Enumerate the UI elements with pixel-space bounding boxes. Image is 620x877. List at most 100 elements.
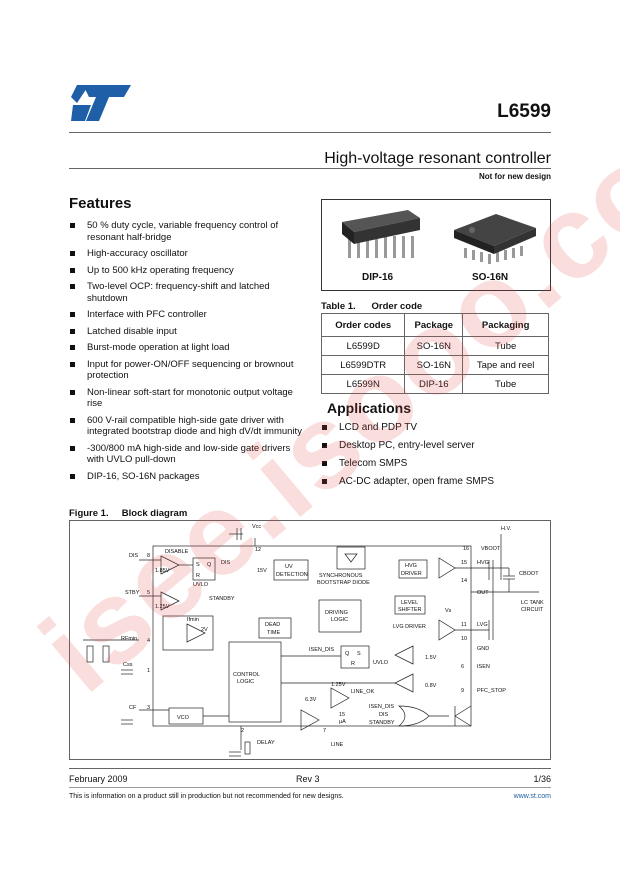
footer-revision: Rev 3 xyxy=(296,774,320,784)
isen-latch-r-label: R xyxy=(351,661,355,667)
figure-caption: Figure 1. Block diagram xyxy=(69,508,187,519)
footer-page: 1/36 xyxy=(533,774,551,784)
st-logo xyxy=(71,85,131,121)
uv-detection-label: UV xyxy=(285,564,293,570)
rfmin-label: RFmin xyxy=(121,636,137,642)
pin14-label: 14 xyxy=(461,578,467,584)
pfc-or-gate xyxy=(398,705,430,727)
table-cell: Tube xyxy=(462,374,549,394)
table-cell: L6599D xyxy=(320,336,406,356)
table-header-cell: Packaging xyxy=(462,313,549,337)
dis-signal-label: DIS xyxy=(221,560,231,566)
pin15-label: 15 xyxy=(461,560,467,566)
feature-item: Input for power-ON/OFF sequencing or bro… xyxy=(69,359,304,382)
header-rule xyxy=(69,132,551,133)
hvg-buffer xyxy=(438,557,456,579)
so16n-label: SO-16N xyxy=(472,272,509,283)
feature-item: Latched disable input xyxy=(69,326,304,338)
isen-dis2-label: ISEN_DIS xyxy=(369,704,394,710)
application-item: LCD and PDP TV xyxy=(321,422,551,434)
feature-item: Two-level OCP: frequency-shift and latch… xyxy=(69,281,304,304)
table-cell: Tube xyxy=(462,336,549,356)
footer-url-link[interactable]: www.st.com xyxy=(513,793,551,800)
stby-pin-label: STBY xyxy=(125,590,140,596)
disable-comparator xyxy=(160,555,180,575)
status-note: Not for new design xyxy=(479,172,551,181)
v125-label: 1.25V xyxy=(155,604,170,610)
v15b-label: 1.5V xyxy=(425,655,437,661)
hv-label: H.V. xyxy=(501,526,512,532)
feature-item: 600 V-rail compatible high-side gate dri… xyxy=(69,415,304,438)
isen-latch-q-label: Q xyxy=(345,651,350,657)
standby-comparator xyxy=(160,591,180,611)
vco-label: VCO xyxy=(177,715,190,721)
isen-comparator-2 xyxy=(394,673,414,693)
features-list: 50 % duty cycle, variable frequency cont… xyxy=(69,220,304,487)
footer-note: This is information on a product still i… xyxy=(69,793,344,800)
control-logic-label-2: LOGIC xyxy=(237,679,254,685)
dis-pin-label: DIS xyxy=(129,553,139,559)
table-cell: L6599DTR xyxy=(320,355,406,375)
gnd-label: GND xyxy=(477,646,489,652)
line-source xyxy=(300,709,320,731)
dip16-label: DIP-16 xyxy=(362,272,394,283)
pin11-label: 11 xyxy=(461,622,467,628)
applications-heading: Applications xyxy=(327,400,412,416)
css-label: Css xyxy=(123,662,133,668)
standby-label: STANDBY xyxy=(209,596,235,602)
uvlo-label: UVLO xyxy=(193,582,209,588)
lvg-driver-label: LVG DRIVER xyxy=(393,624,426,630)
table-cell: L6599N xyxy=(320,374,406,394)
uv-detection-block xyxy=(273,559,309,581)
control-logic-block xyxy=(228,641,282,723)
feature-item: DIP-16, SO-16N packages xyxy=(69,471,304,483)
application-item: Telecom SMPS xyxy=(321,458,551,470)
current-source-value: 15 xyxy=(339,712,345,718)
v125b-label: 1.25V xyxy=(331,682,346,688)
v185-label: 1.85V xyxy=(155,568,170,574)
block-diagram: Vcc 12 H.V. DIS 8 DISABLE 1.85V S Q R UV… xyxy=(69,520,551,760)
table-row: L6599D SO-16N Tube xyxy=(320,336,549,356)
level-shifter-label: LEVEL xyxy=(401,600,418,606)
latch-r-label: R xyxy=(196,573,200,579)
dip16-package-image xyxy=(342,210,420,258)
pin6-label: 6 xyxy=(461,664,464,670)
applications-list: LCD and PDP TV Desktop PC, entry-level s… xyxy=(321,422,551,494)
driving-logic-label: DRIVING xyxy=(325,610,348,616)
current-source-unit: µA xyxy=(339,719,346,725)
standby2-label: STANDBY xyxy=(369,720,395,726)
subtitle-rule xyxy=(69,168,551,169)
so16n-package-image xyxy=(454,214,536,264)
hvg-driver-label-2: DRIVER xyxy=(401,571,422,577)
feature-item: Non-linear soft-start for monotonic outp… xyxy=(69,387,304,410)
cf-label: CF xyxy=(129,705,137,711)
isen-comparator-1 xyxy=(394,645,414,665)
lvg-label: LVG xyxy=(477,622,488,628)
feature-item: Burst-mode operation at light load xyxy=(69,342,304,354)
table-header-cell: Package xyxy=(404,313,464,337)
application-item: AC-DC adapter, open frame SMPS xyxy=(321,476,551,488)
footer-date: February 2009 xyxy=(69,774,128,784)
table-caption-number: Table 1. xyxy=(321,301,356,312)
disable-latch xyxy=(192,557,216,581)
hvg-driver-block xyxy=(398,559,428,579)
table-row: L6599N DIP-16 Tube xyxy=(320,374,549,394)
pin5-label: 5 xyxy=(147,590,150,596)
page-subtitle: High-voltage resonant controller xyxy=(324,150,551,167)
diagram-frame xyxy=(69,520,551,760)
v2-label: 2V xyxy=(201,627,208,633)
pin2-label: 2 xyxy=(241,728,244,734)
sync-label: SYNCHRONOUS xyxy=(319,573,363,579)
disable-label: DISABLE xyxy=(165,549,189,555)
level-shifter-label-2: SHIFTER xyxy=(398,607,422,613)
latch-q-label: Q xyxy=(207,562,212,568)
uvlo2-label: UVLO xyxy=(373,660,389,666)
lvg-buffer xyxy=(438,619,456,641)
latch-s-label: S xyxy=(196,562,200,568)
v63-label: 6.3V xyxy=(305,697,317,703)
lc-circuit-label: CIRCUIT xyxy=(521,607,544,613)
table-cell: DIP-16 xyxy=(404,374,464,394)
v08-label: 0.8V xyxy=(425,683,437,689)
feature-item: 50 % duty cycle, variable frequency cont… xyxy=(69,220,304,243)
dead-time-block xyxy=(258,617,292,639)
